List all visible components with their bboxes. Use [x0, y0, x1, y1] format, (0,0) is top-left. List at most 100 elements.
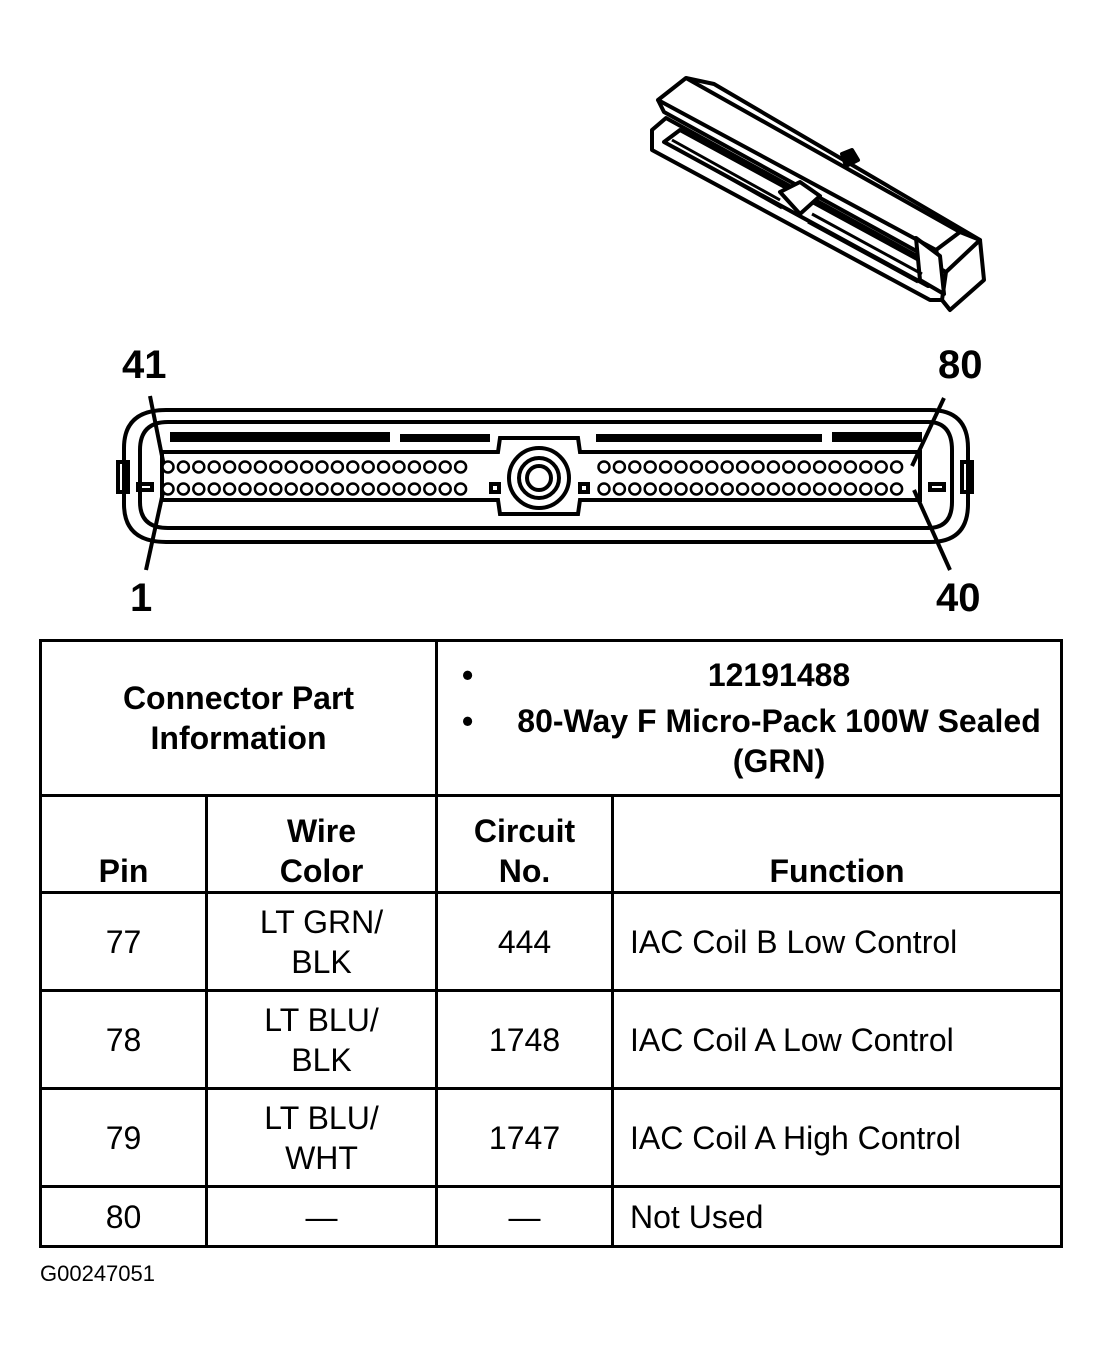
pin-label-1: 1 — [130, 576, 153, 620]
header-pin: Pin — [39, 794, 208, 894]
pin-cavity — [828, 460, 842, 474]
pin-cavity — [438, 482, 452, 496]
pin-cavity — [376, 460, 391, 474]
pin-cavity — [612, 460, 627, 474]
pin-cavity — [222, 482, 237, 496]
pin-cavity — [192, 460, 206, 474]
pin-cavity — [176, 460, 191, 474]
pin-cavity — [674, 460, 688, 474]
row-circuit: 1748 — [435, 989, 615, 1090]
pin-cavity — [782, 460, 796, 474]
pin-cavity — [874, 460, 888, 474]
pin-cavity — [346, 460, 360, 474]
pin-cavity — [812, 460, 827, 474]
pin-cavity — [253, 482, 268, 496]
pin-cavity — [192, 482, 206, 496]
row-function: Not Used — [611, 1185, 1064, 1248]
pin-cavity — [222, 460, 237, 474]
row-wire-color: — — [204, 1185, 439, 1248]
table-row: 77 LT GRN/BLK 444 IAC Coil B Low Control — [39, 891, 1064, 992]
pin-cavity — [207, 482, 221, 496]
pin-cavity — [346, 482, 360, 496]
pin-cavity — [253, 460, 268, 474]
pin-cavity — [705, 460, 719, 474]
pin-cavity — [284, 460, 298, 474]
pin-cavity — [407, 482, 422, 496]
pin-cavity — [597, 460, 611, 474]
pin-cavity — [674, 482, 688, 496]
pin-cavity — [392, 460, 406, 474]
pin-cavity — [453, 482, 468, 496]
pin-cavity — [299, 482, 314, 496]
row-pin: 79 — [39, 1087, 208, 1188]
pin-cavity — [766, 460, 781, 474]
table-row: 78 LT BLU/BLK 1748 IAC Coil A Low Contro… — [39, 989, 1064, 1090]
pin-cavity — [361, 460, 375, 474]
row-pin: 78 — [39, 989, 208, 1090]
pin-cavity — [423, 482, 437, 496]
pin-cavity — [423, 460, 437, 474]
pin-cavity — [612, 482, 627, 496]
pin-cavities — [161, 460, 904, 496]
pin-cavity — [330, 460, 345, 474]
pin-cavity — [643, 460, 657, 474]
pin-cavity — [597, 482, 611, 496]
pin-cavity — [889, 460, 904, 474]
pin-cavity — [874, 482, 888, 496]
pin-cavity — [643, 482, 657, 496]
pin-cavity — [689, 482, 704, 496]
pin-cavity — [238, 482, 252, 496]
pin-cavity — [843, 482, 858, 496]
pin-label-40: 40 — [936, 576, 981, 620]
pin-cavity — [330, 482, 345, 496]
pin-cavity — [628, 460, 642, 474]
pin-cavity — [658, 482, 673, 496]
connector-isometric-drawing — [650, 76, 986, 312]
pin-cavity — [735, 482, 750, 496]
part-info-label: Connector Part Information — [38, 639, 439, 797]
pin-cavity — [859, 460, 873, 474]
pin-cavity — [453, 460, 468, 474]
row-circuit: 1747 — [435, 1087, 615, 1188]
part-info-values: •12191488 •80-Way F Micro-Pack 100W Seal… — [435, 639, 1064, 797]
pin-cavity — [720, 482, 734, 496]
part-number: •12191488 — [462, 657, 851, 693]
pin-cavity — [207, 460, 221, 474]
pin-cavity — [689, 460, 704, 474]
connector-pinout-table: Connector Part Information •12191488 •80… — [38, 639, 1064, 1248]
pin-cavity — [161, 460, 175, 474]
pin-cavity — [720, 460, 734, 474]
pin-cavity — [376, 482, 391, 496]
connector-face-drawing — [116, 395, 974, 571]
pin-cavity — [859, 482, 873, 496]
pin-cavity — [238, 460, 252, 474]
pin-label-41: 41 — [122, 343, 167, 387]
pin-cavity — [407, 460, 422, 474]
pin-cavity — [766, 482, 781, 496]
pin-cavity — [628, 482, 642, 496]
pin-cavity — [782, 482, 796, 496]
pin-cavity — [438, 460, 452, 474]
part-description: •80-Way F Micro-Pack 100W Sealed (GRN) — [462, 703, 1041, 779]
pin-cavity — [797, 460, 811, 474]
figure-id: G00247051 — [40, 1261, 155, 1286]
pin-cavity — [658, 460, 673, 474]
pin-cavity — [828, 482, 842, 496]
pin-cavity — [797, 482, 811, 496]
row-wire-color: LT BLU/WHT — [204, 1087, 439, 1188]
pin-label-80: 80 — [938, 343, 983, 387]
header-function: Function — [611, 794, 1064, 894]
pin-cavity — [735, 460, 750, 474]
row-function: IAC Coil A High Control — [611, 1087, 1064, 1188]
pin-cavity — [161, 482, 175, 496]
row-function: IAC Coil A Low Control — [611, 989, 1064, 1090]
pin-cavity — [315, 460, 329, 474]
row-pin: 77 — [39, 891, 208, 992]
row-circuit: 444 — [435, 891, 615, 992]
pin-cavity — [751, 460, 765, 474]
pin-cavity — [269, 460, 283, 474]
pin-cavity — [812, 482, 827, 496]
pin-cavity — [299, 460, 314, 474]
